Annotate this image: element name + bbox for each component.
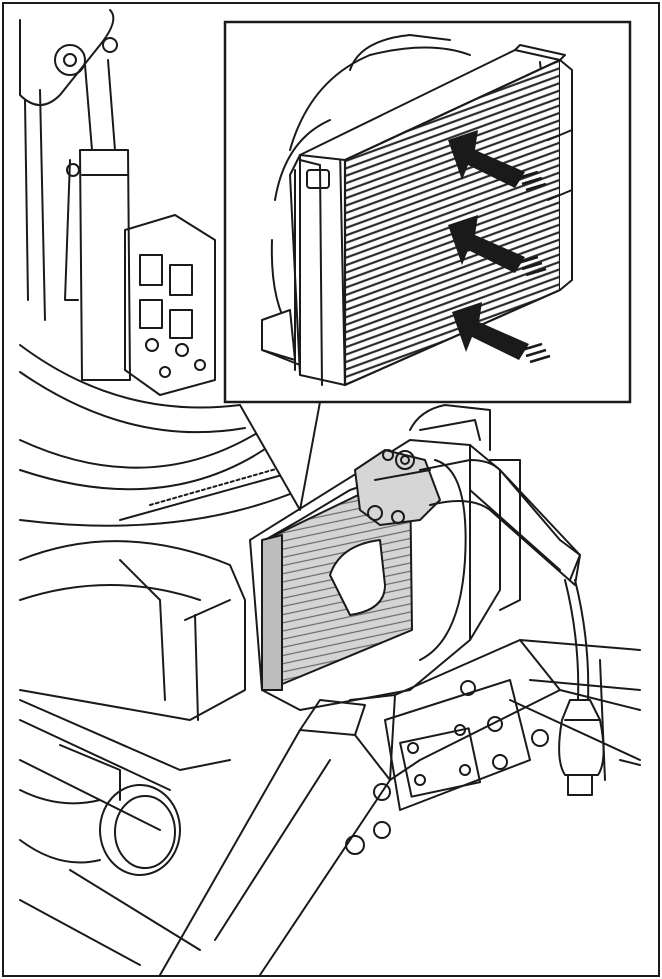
hydraulic-cylinder [19, 9, 131, 381]
callout-pointer [239, 401, 321, 511]
handle-bar [419, 459, 581, 586]
airflow-arrows [448, 130, 551, 364]
airflow-arrow-2 [448, 215, 547, 277]
valve-block [124, 214, 216, 396]
cable [564, 579, 590, 701]
engine-hood [19, 540, 246, 831]
radiator-right-end [547, 59, 573, 291]
mounting-plate [345, 679, 549, 855]
track-roller [19, 784, 201, 966]
airflow-arrow-1 [448, 130, 547, 192]
turntable-ring [19, 344, 301, 527]
radiator-housing [249, 404, 521, 711]
radiator-base [261, 309, 301, 366]
cable-plug [558, 699, 605, 796]
frame-rails-right [509, 639, 641, 781]
radiator-core-main [261, 469, 413, 691]
radiator-side-frame [289, 149, 346, 386]
airflow-arrow-3 [452, 302, 551, 364]
radiator-latch [354, 449, 441, 526]
